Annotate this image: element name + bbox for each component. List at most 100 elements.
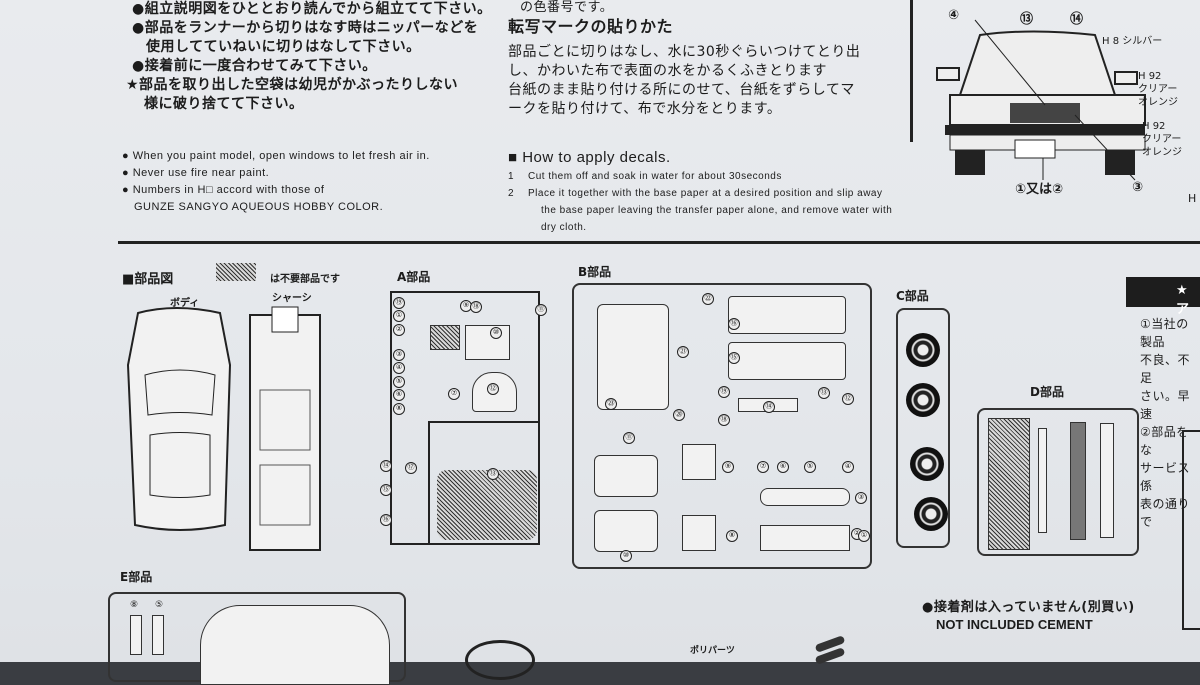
part-number: ⑥ [393, 389, 405, 401]
part-number: ⑮ [380, 484, 392, 496]
part-number: ③ [393, 349, 405, 361]
part-number: ㉒ [702, 293, 714, 305]
parts-c-label: C部品 [896, 289, 929, 303]
unneeded-label: は不要部品です [270, 274, 340, 285]
caution-line: ●組立説明図をひととおり読んでから組立てて下さい。 [132, 1, 492, 17]
table-edge [1182, 430, 1200, 630]
part-number: ⑳ [673, 409, 685, 421]
part [682, 444, 716, 480]
door-panel [728, 296, 846, 334]
decal-jp-line: し、かわいた布で表面の水をかるくふきとります [508, 63, 827, 79]
window-part [200, 605, 390, 685]
seat-part [594, 510, 658, 552]
part-number: ⑩ [620, 550, 632, 562]
caution-en-line: ● When you paint model, open windows to … [122, 150, 430, 162]
step-text: Cut them off and soak in water for about… [528, 171, 782, 182]
part-number: ⑬ [487, 468, 499, 480]
part-number: ⑫ [842, 393, 854, 405]
part-number: ⑧ [393, 403, 405, 415]
part-number: ⑲ [393, 297, 405, 309]
decal-jp-line: ークを貼り付けて、布で水分をとります。 [508, 101, 782, 117]
seat-part [597, 304, 669, 410]
callout: ③ [1132, 180, 1144, 195]
part-number: ⑪ [623, 432, 635, 444]
cement-note-jp: ●接着剤は入っていません(別買い) [922, 600, 1135, 615]
caution-line: 使用してていねいに切りはなして下さい。 [146, 39, 421, 55]
service-line: 不良、不足 [1140, 353, 1191, 385]
step-text: dry cloth. [541, 222, 587, 233]
trim-part [1038, 428, 1047, 533]
seat-part [594, 455, 658, 497]
wheel [910, 447, 944, 481]
part-number: ⑦ [757, 461, 769, 473]
part-number: ⑧ [130, 600, 139, 610]
decal-jp-title: 転写マークの貼りかた [508, 17, 674, 36]
parts-e-label: E部品 [120, 570, 153, 584]
callout: ⑭ [1070, 12, 1084, 27]
step-text: the base paper leaving the transfer pape… [541, 205, 893, 216]
part-number: ① [393, 310, 405, 322]
color-name: シルバー [1122, 36, 1163, 47]
section-divider [118, 241, 1200, 244]
poly-parts-label: ポリパーツ [690, 646, 735, 656]
part-number: ⑦ [448, 388, 460, 400]
parts-b-label: B部品 [578, 265, 612, 279]
edge-text: H [1188, 192, 1197, 205]
service-line: サービス係 [1140, 461, 1191, 493]
parts-a-label: A部品 [397, 270, 431, 284]
part-number: ⑭ [763, 401, 775, 413]
service-line: ①当社の製品 [1140, 317, 1189, 349]
decal-en: ■ How to apply decals. 1 Cut them off and… [508, 148, 892, 236]
part-number: ⑤ [804, 461, 816, 473]
cautions-jp: ●組立説明図をひととおり読んでから組立てて下さい。 ●部品をランナーから切りはな… [126, 0, 492, 114]
unneeded-part [437, 470, 537, 540]
part-number: ① [858, 530, 870, 542]
top-fragment: の色番号です。 [520, 0, 614, 15]
poly-cap [465, 640, 535, 680]
part-number: ⑯ [380, 514, 392, 526]
part [130, 615, 142, 655]
divider [910, 0, 913, 142]
part [152, 615, 164, 655]
runner-a-lower [390, 421, 430, 545]
part-number: ⑮ [728, 352, 740, 364]
body-chassis-diagram [126, 306, 321, 551]
part-number: ⑤ [155, 600, 164, 610]
trim-part [1070, 422, 1086, 540]
decal-jp: 転写マークの貼りかた 部品ごとに切りはなし、水に30秒ぐらいつけてとり出 し、か… [508, 17, 860, 119]
runner-a-lower-right [428, 421, 540, 545]
service-heading: ★ア [1126, 277, 1200, 317]
wheel [914, 497, 948, 531]
color-code: H 92 [1138, 71, 1162, 82]
part-number: ⑱ [470, 301, 482, 313]
trim-part [1100, 423, 1114, 538]
door-panel [728, 342, 846, 380]
part-number: ⑧ [726, 530, 738, 542]
parts-d-label: D部品 [1030, 385, 1064, 399]
decal-jp-line: 台紙のまま貼り付ける所にのせて、台紙をずらしてマ [508, 82, 855, 98]
parts-title: ■部品図 [122, 272, 174, 287]
step-text: Place it together with the base paper at… [528, 188, 883, 199]
part-number: ⑱ [718, 414, 730, 426]
decal-en-title: ■ How to apply decals. [508, 149, 671, 166]
callout: ⑬ [1020, 12, 1034, 27]
color-name: クリアー オレンジ [1142, 134, 1182, 158]
caution-line: ●接着前に一度合わせてみて下さい。 [132, 58, 377, 74]
part-number: ⑤ [393, 376, 405, 388]
caution-en-line: ● Numbers in H□ accord with those of [122, 184, 325, 196]
caution-en-line: GUNZE SANGYO AQUEOUS HOBBY COLOR. [134, 201, 384, 213]
part-number: ⑭ [380, 460, 392, 472]
color-code: H 92 [1142, 121, 1166, 132]
runner-a [390, 291, 540, 423]
part-number: ③ [855, 492, 867, 504]
part-number: ⑲ [718, 386, 730, 398]
cement-note-en: NOT INCLUDED CEMENT [936, 617, 1093, 632]
wheel [906, 333, 940, 367]
service-line: ②部品をな [1140, 425, 1189, 457]
part-number: ⑰ [405, 462, 417, 474]
step-num: 2 [508, 188, 515, 199]
callout: ①又は② [1015, 182, 1064, 197]
step-num: 1 [508, 171, 515, 182]
part-number: ② [393, 324, 405, 336]
